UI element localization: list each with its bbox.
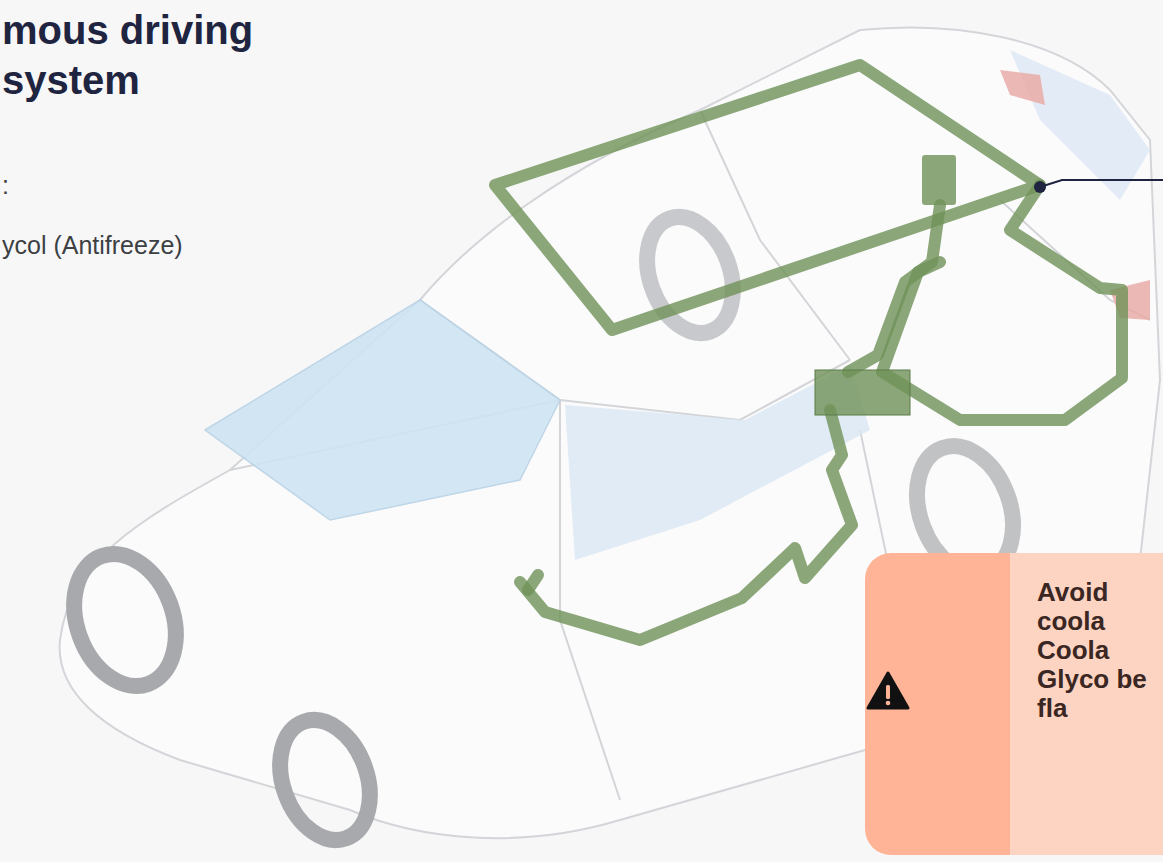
body-text: :	[2, 170, 9, 200]
warning-text: Avoid coola Coola Glyco be fla	[1037, 553, 1147, 723]
warning-icon	[865, 553, 1010, 855]
leader-line	[1034, 180, 1163, 193]
body-text: ycol (Antifreeze)	[2, 230, 183, 260]
coolant-reservoir	[922, 155, 956, 205]
page-title: mous driving system	[2, 5, 272, 105]
warning-box: Avoid coola Coola Glyco be fla	[865, 553, 1163, 855]
windshield	[205, 300, 560, 520]
coolant-pump	[815, 370, 910, 415]
